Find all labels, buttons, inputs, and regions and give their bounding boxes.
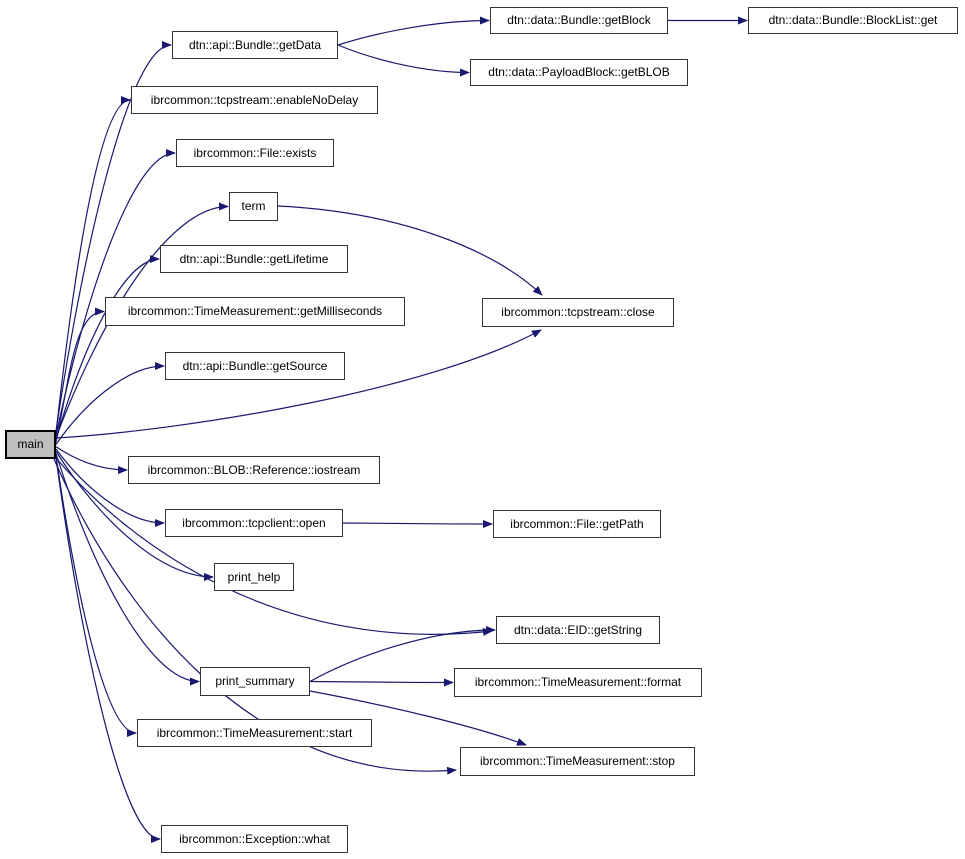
edge-main-term <box>55 202 229 438</box>
edge-main-iostream <box>55 446 128 474</box>
node-getLifetime[interactable]: dtn::api::Bundle::getLifetime <box>160 245 348 273</box>
node-getBlock[interactable]: dtn::data::Bundle::getBlock <box>490 7 668 34</box>
node-getData[interactable]: dtn::api::Bundle::getData <box>172 31 338 59</box>
edge-main-close <box>55 329 542 439</box>
edge-main-getData <box>55 41 172 432</box>
edge-open-getPath <box>342 519 493 528</box>
edge-main-getSource <box>55 362 165 445</box>
node-blockListGet[interactable]: dtn::data::Bundle::BlockList::get <box>748 7 958 34</box>
edge-main-exists <box>55 149 176 436</box>
node-open[interactable]: ibrcommon::tcpclient::open <box>165 509 343 537</box>
node-printSummary[interactable]: print_summary <box>200 667 310 696</box>
node-getMilliseconds[interactable]: ibrcommon::TimeMeasurement::getMilliseco… <box>105 297 405 326</box>
node-format[interactable]: ibrcommon::TimeMeasurement::format <box>454 668 702 697</box>
node-close[interactable]: ibrcommon::tcpstream::close <box>482 298 674 327</box>
node-getString[interactable]: dtn::data::EID::getString <box>496 616 660 644</box>
edge-term-close <box>277 205 543 296</box>
edge-main-printHelp <box>55 450 214 581</box>
node-getBLOB[interactable]: dtn::data::PayloadBlock::getBLOB <box>470 59 688 86</box>
edge-getData-getBlock <box>337 16 490 46</box>
edge-main-what <box>55 457 161 843</box>
edge-printSummary-format <box>309 678 454 687</box>
edge-main-printSummary <box>55 453 200 686</box>
edge-main-getMilliseconds <box>55 307 105 443</box>
edge-printSummary-getString <box>309 626 496 683</box>
node-main: main <box>5 430 56 459</box>
edge-main-enableNoDelay <box>55 96 131 434</box>
node-exists[interactable]: ibrcommon::File::exists <box>176 139 334 167</box>
node-term[interactable]: term <box>229 192 278 221</box>
node-what[interactable]: ibrcommon::Exception::what <box>161 825 348 853</box>
edge-main-open <box>55 448 165 527</box>
edge-main-start <box>55 455 137 737</box>
node-getPath[interactable]: ibrcommon::File::getPath <box>493 510 661 538</box>
edge-getData-getBLOB <box>337 44 470 77</box>
node-getSource[interactable]: dtn::api::Bundle::getSource <box>165 352 345 380</box>
node-iostream[interactable]: ibrcommon::BLOB::Reference::iostream <box>128 456 380 484</box>
node-enableNoDelay[interactable]: ibrcommon::tcpstream::enableNoDelay <box>131 86 378 114</box>
node-printHelp[interactable]: print_help <box>214 563 294 591</box>
edge-printSummary-stop <box>309 690 527 746</box>
edge-main-getLifetime <box>55 255 160 441</box>
node-start[interactable]: ibrcommon::TimeMeasurement::start <box>137 719 372 747</box>
node-stop[interactable]: ibrcommon::TimeMeasurement::stop <box>460 747 695 776</box>
